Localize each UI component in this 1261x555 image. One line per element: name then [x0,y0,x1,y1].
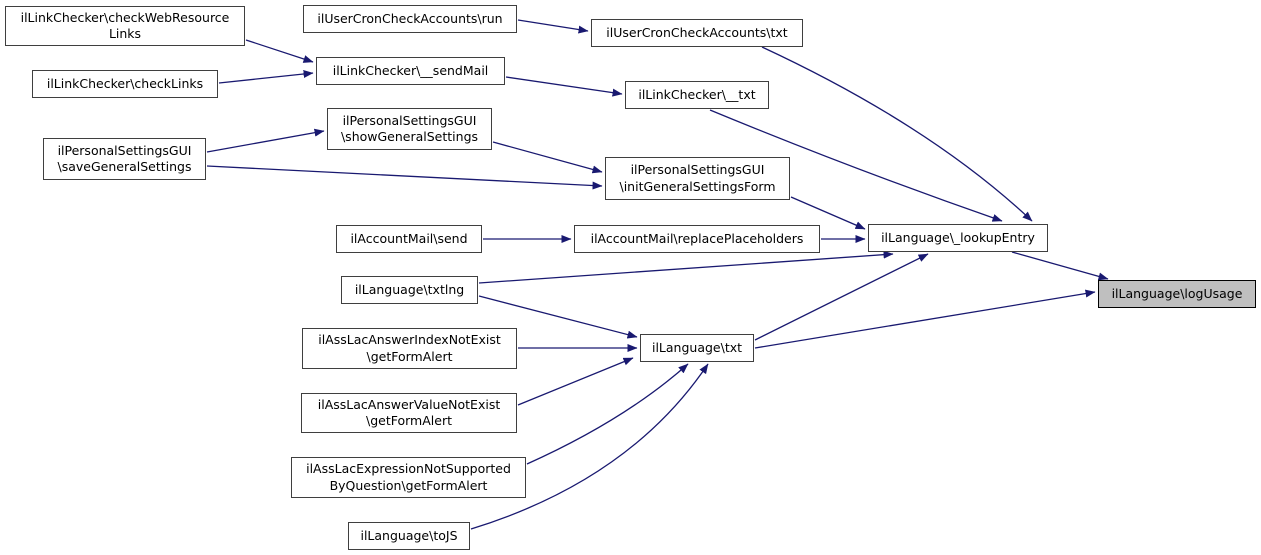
node-label-line: \saveGeneralSettings [57,159,192,174]
node-illanguage-lookupentry[interactable]: ilLanguage\_lookupEntry [868,224,1048,252]
node-label-line: ilLanguage\txtlng [354,281,465,297]
edge-ilusercroncheckaccounts-txt-to-illanguage-lookupentry [761,46,1033,222]
node-label-line: ilLanguage\toJS [360,527,458,543]
node-ilpersonalsettingsgui-initgeneralsettingsform[interactable]: ilPersonalSettingsGUI\initGeneralSetting… [605,157,790,200]
node-label-line: ilPersonalSettingsGUI [342,112,477,128]
edge-illinkchecker-checkwebresourcelinks-to-illinkchecker-sendmail [245,39,314,63]
node-illanguage-txt[interactable]: ilLanguage\txt [640,334,754,362]
node-label-line: ilPersonalSettingsGUI [630,162,765,178]
node-label-line: ilLanguage\logUsage [1111,285,1243,301]
edge-ilpersonalsettingsgui-showgeneralsettings-to-ilpersonalsettingsgui-initgeneralsettingsform [492,141,603,174]
node-illinkchecker-txt[interactable]: ilLinkChecker\__txt [625,81,769,109]
node-label-line: ByQuestion\getFormAlert [329,477,488,493]
edge-ilusercroncheckaccounts-run-to-ilusercroncheckaccounts-txt [517,19,589,34]
node-label-line: ilPersonalSettingsGUI [57,142,192,158]
edge-ilasslacexpressionnotsupportedbyquestion-getformalert-to-illanguage-txt [526,363,689,465]
edge-illanguage-lookupentry-to-illanguage-logusage [1011,251,1109,281]
node-label-line: ilAssLacExpressionNotSupported [306,461,511,477]
edge-illanguage-txt-to-illanguage-logusage [754,289,1096,349]
node-ilusercroncheckaccounts-txt[interactable]: ilUserCronCheckAccounts\txt [591,19,803,47]
node-illinkchecker-sendmail[interactable]: ilLinkChecker\__sendMail [316,57,505,85]
node-label-line: ilLinkChecker\checkLinks [46,75,204,91]
node-ilpersonalsettingsgui-savegeneralsettings[interactable]: ilPersonalSettingsGUI\saveGeneralSetting… [43,138,206,180]
node-label-line: \getFormAlert [366,413,452,428]
node-label-line: \showGeneralSettings [340,129,479,144]
node-label-line: ilLinkChecker\checkWebResource [20,9,230,25]
node-ilasslacanswervaluenotexist-getformalert[interactable]: ilAssLacAnswerValueNotExist\getFormAlert [301,393,517,433]
node-label-line: \getFormAlert [366,348,453,364]
node-label-line: ilUserCronCheckAccounts\txt [606,24,788,40]
node-illanguage-txtlng[interactable]: ilLanguage\txtlng [341,276,478,304]
node-ilaccountmail-send[interactable]: ilAccountMail\send [336,225,482,253]
node-ilpersonalsettingsgui-showgeneralsettings[interactable]: ilPersonalSettingsGUI\showGeneralSetting… [327,108,492,150]
node-label-line: ilAccountMail\send [350,230,468,246]
node-label-line: Links [108,26,142,41]
node-label-line: ilLinkChecker\__sendMail [332,62,489,78]
node-ilaccountmail-replaceplaceholders[interactable]: ilAccountMail\replacePlaceholders [574,225,820,253]
node-label-line: ilLanguage\txt [651,339,743,355]
node-illanguage-tojs[interactable]: ilLanguage\toJS [348,522,470,550]
node-label-line: ilLanguage\_lookupEntry [881,229,1035,245]
node-illanguage-logusage: ilLanguage\logUsage [1098,280,1256,308]
node-label-line: ilUserCronCheckAccounts\run [317,10,503,26]
edge-illanguage-txtlng-to-illanguage-lookupentry [478,250,894,284]
node-illinkchecker-checklinks[interactable]: ilLinkChecker\checkLinks [32,70,218,98]
edge-illanguage-txt-to-illanguage-lookupentry [754,253,929,341]
node-label-line: ilLinkChecker\__txt [638,86,756,102]
node-ilusercroncheckaccounts-run[interactable]: ilUserCronCheckAccounts\run [303,5,517,33]
edge-illanguage-tojs-to-illanguage-txt [470,363,709,530]
node-ilasslacanswerindexnotexist-getformalert[interactable]: ilAssLacAnswerIndexNotExist\getFormAlert [302,328,517,369]
node-label-line: ilAccountMail\replacePlaceholders [590,230,804,246]
node-label-line: \initGeneralSettingsForm [619,178,776,194]
edge-ilpersonalsettingsgui-savegeneralsettings-to-ilpersonalsettingsgui-initgeneralsettingsform [206,165,603,190]
edge-illinkchecker-sendmail-to-illinkchecker-txt [505,76,623,97]
edge-illinkchecker-checklinks-to-illinkchecker-sendmail [218,70,314,84]
node-label-line: ilAssLacAnswerValueNotExist [317,396,501,412]
node-label-line: ilAssLacAnswerIndexNotExist [318,332,501,348]
edge-ilpersonalsettingsgui-savegeneralsettings-to-ilpersonalsettingsgui-showgeneralsettings [206,128,325,153]
edge-ilasslacanswervaluenotexist-getformalert-to-illanguage-txt [517,357,634,406]
